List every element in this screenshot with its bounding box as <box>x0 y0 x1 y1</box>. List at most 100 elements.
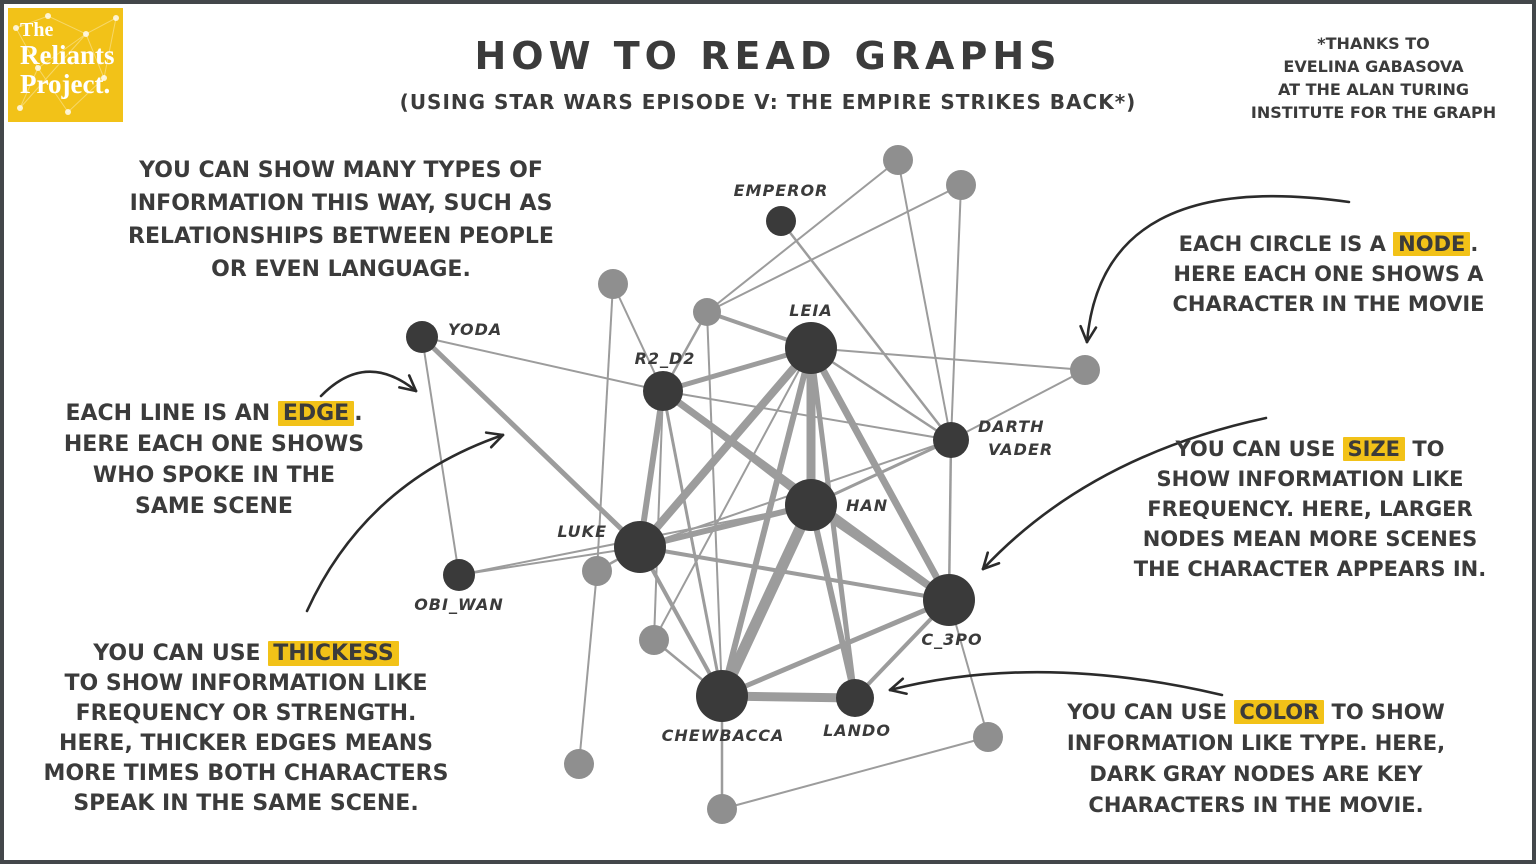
graph-edge-yoda-luke <box>420 335 642 549</box>
text-line: FREQUENCY. HERE, LARGER <box>1147 497 1473 521</box>
node-label-c3po: C_3PO <box>921 630 982 649</box>
logo-line-reliants: Reliants <box>20 40 115 70</box>
thickness-arrow <box>305 431 505 613</box>
text-line: *THANKS TO <box>1317 34 1430 53</box>
node-label-obiwan: OBI_WAN <box>414 595 504 614</box>
text-line: HERE, THICKER EDGES MEANS <box>59 731 433 756</box>
annotation-edge: EACH LINE IS AN EDGE.HERE EACH ONE SHOWS… <box>49 398 379 522</box>
graph-node-vader <box>933 422 969 458</box>
graph-node-minor-g2 <box>946 170 976 200</box>
text-line: INFORMATION LIKE TYPE. HERE, <box>1066 731 1446 755</box>
graph-node-obiwan <box>443 559 475 591</box>
node-label-emperor: EMPEROR <box>734 181 829 200</box>
graph-node-minor-g7 <box>639 625 669 655</box>
graph-edge-han-lando <box>808 504 858 699</box>
graph-edge-g2-g4 <box>706 184 962 313</box>
graph-edge-vader-leia <box>810 346 952 442</box>
graph-edge-g2-vader <box>950 184 962 441</box>
reliants-project-logo: The Reliants Project. <box>8 8 123 122</box>
text-line: INSTITUTE FOR THE GRAPH <box>1250 103 1497 122</box>
text-line: THE CHARACTER APPEARS IN. <box>1133 557 1487 581</box>
graph-edge-luke-chewbacca <box>638 546 724 697</box>
graph-node-minor-g8 <box>564 749 594 779</box>
text-line: DARK GRAY NODES ARE KEY <box>1089 762 1423 786</box>
graph-node-minor-g10 <box>973 722 1003 752</box>
page-title: HOW TO READ GRAPHS <box>474 34 1062 78</box>
text-line: YOU CAN USE COLOR TO SHOW <box>1067 700 1445 724</box>
annotation-node: EACH CIRCLE IS A NODE.HERE EACH ONE SHOW… <box>1156 229 1501 319</box>
highlighted-term: THICKESS <box>268 641 399 666</box>
text-line: CHARACTER IN THE MOVIE <box>1172 292 1485 316</box>
node-label-r2d2: R2_D2 <box>635 349 696 368</box>
graph-edge-g5-vader <box>950 369 1086 441</box>
annotation-size: YOU CAN USE SIZE TO SHOW INFORMATION LIKE… <box>1114 434 1506 584</box>
text-line: CHARACTERS IN THE MOVIE. <box>1088 793 1424 817</box>
node-label-lando: LANDO <box>823 721 891 740</box>
graph-node-minor-g3 <box>598 269 628 299</box>
graph-edge-g5-leia <box>810 347 1086 371</box>
text-line: OR EVEN LANGUAGE. <box>211 257 471 282</box>
text-line: EACH LINE IS AN EDGE. <box>65 401 363 426</box>
graph-edge-yoda-obiwan <box>421 336 460 576</box>
graph-edge-luke-r2d2 <box>637 390 666 548</box>
color-arrow <box>888 670 1224 697</box>
node-label-han: HAN <box>846 496 888 515</box>
text-line: NODES MEAN MORE SCENES <box>1142 527 1478 551</box>
graph-edge-g1-vader <box>897 159 952 441</box>
graph-edge-leia-lando <box>808 347 858 699</box>
text-line: TO SHOW INFORMATION LIKE <box>64 671 428 696</box>
text-line: AT THE ALAN TURING <box>1277 80 1470 99</box>
graph-edge-han-chewbacca <box>717 502 816 699</box>
size-arrow <box>981 416 1268 571</box>
graph-edge-chewbacca-c3po <box>721 597 950 699</box>
graph-node-han <box>785 479 837 531</box>
graph-node-minor-g4 <box>693 298 721 326</box>
node-label-chewbacca: CHEWBACCA <box>662 726 785 745</box>
highlighted-term: COLOR <box>1234 700 1325 724</box>
page-subtitle: (USING STAR WARS EPISODE V: THE EMPIRE S… <box>399 90 1137 114</box>
text-line: MORE TIMES BOTH CHARACTERS <box>43 761 449 786</box>
graph-node-yoda <box>406 321 438 353</box>
credit-note: *THANKS TO EVELINA GABASOVA AT THE ALAN TU… <box>1226 32 1521 124</box>
graph-edge-g9-g10 <box>721 736 989 810</box>
highlighted-term: EDGE <box>277 401 355 426</box>
graph-node-leia <box>785 322 837 374</box>
text-line: YOU CAN USE SIZE TO <box>1175 437 1445 461</box>
logo-line-the: The <box>20 19 54 41</box>
graph-node-minor-g5 <box>1070 355 1100 385</box>
graph-edge-vader-c3po <box>947 439 953 601</box>
text-line: EVELINA GABASOVA <box>1283 57 1464 76</box>
graph-edge-obiwan-luke <box>458 546 641 576</box>
text-line: EACH CIRCLE IS A NODE. <box>1178 232 1479 256</box>
graph-edge-luke-c3po <box>639 545 950 602</box>
graph-node-chewbacca <box>696 670 748 722</box>
graph-edge-g6-g8 <box>578 570 598 765</box>
text-line: YOU CAN SHOW MANY TYPES OF <box>139 158 543 183</box>
graph-node-emperor <box>766 206 796 236</box>
graph-edge-g7-leia <box>653 347 812 641</box>
node-label-yoda: YODA <box>448 320 502 339</box>
text-line: SHOW INFORMATION LIKE <box>1156 467 1464 491</box>
graph-edge-yoda-r2d2 <box>421 336 664 392</box>
logo-line-project: Project. <box>20 69 111 99</box>
graph-edge-leia-chewbacca <box>719 347 814 697</box>
text-line: SAME SCENE <box>135 494 293 519</box>
graph-node-minor-g6 <box>582 556 612 586</box>
edge-arrow <box>319 370 418 398</box>
text-line: WHO SPOKE IN THE <box>92 463 336 488</box>
graph-node-minor-g1 <box>883 145 913 175</box>
graph-node-r2d2 <box>643 371 683 411</box>
logo-wordmark: The Reliants Project. <box>8 8 123 99</box>
graph-node-lando <box>836 679 874 717</box>
text-line: RELATIONSHIPS BETWEEN PEOPLE <box>128 224 554 249</box>
node-label-luke: LUKE <box>557 522 607 541</box>
graph-edge-r2d2-han <box>661 389 813 507</box>
graph-edge-r2d2-chewbacca <box>661 390 724 697</box>
graph-edge-g3-g6 <box>596 283 614 572</box>
node-label-leia: LEIA <box>789 301 832 320</box>
graph-edge-g1-g4 <box>706 159 899 313</box>
